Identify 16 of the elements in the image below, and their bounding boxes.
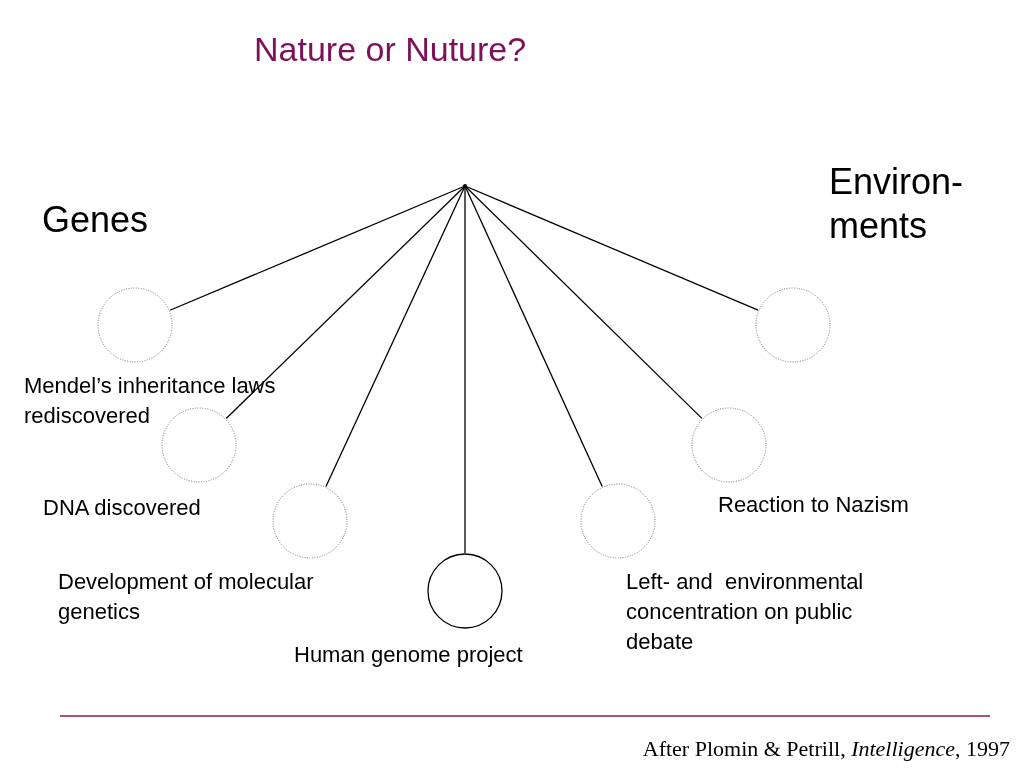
heading-label: Environ- ments — [829, 160, 965, 248]
pendulum-string — [225, 185, 466, 420]
event-caption: Reaction to Nazism — [718, 491, 910, 519]
event-caption: DNA discovered — [43, 494, 202, 522]
pendulum-string — [464, 185, 466, 554]
event-caption: Development of molecular genetics — [58, 568, 315, 626]
pendulum-string — [464, 185, 759, 311]
heading-label: Genes — [42, 198, 150, 242]
pendulum-string — [464, 185, 703, 420]
pendulum-string — [169, 185, 466, 311]
pendulum-string — [464, 185, 603, 488]
slide-title: Nature or Nuture? — [254, 30, 527, 69]
pendulum-string — [325, 185, 466, 488]
event-caption: Human genome project — [294, 641, 524, 669]
source-citation: After Plomin & Petrill, Intelligence, 1997 — [642, 736, 1010, 762]
event-caption: Left- and environmental concentration on public debate — [626, 568, 865, 656]
